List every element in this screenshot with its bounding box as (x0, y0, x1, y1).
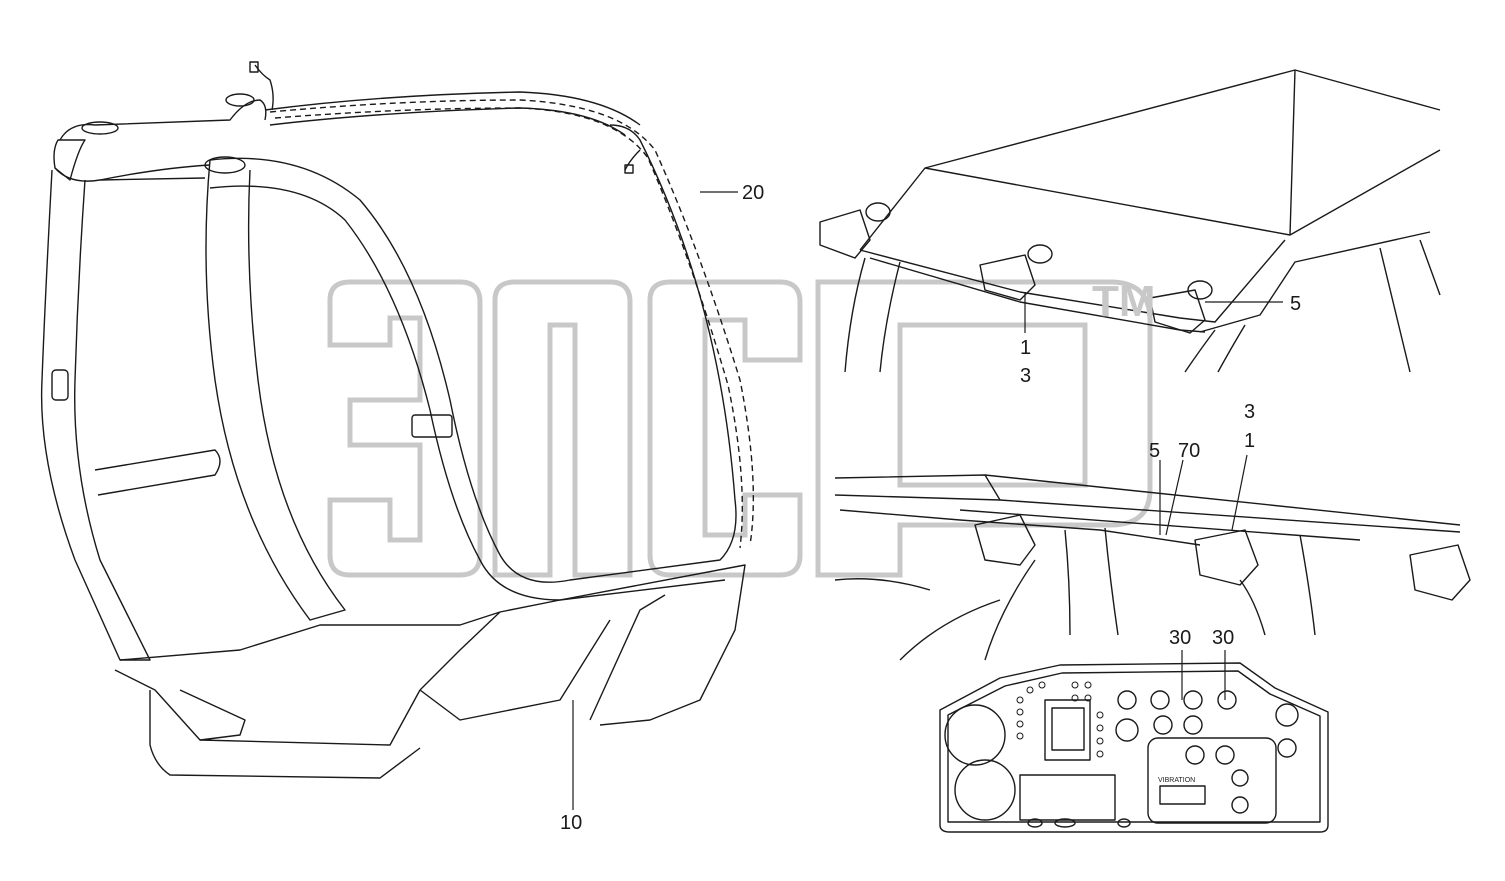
cab-frame-drawing (40, 61, 755, 779)
callout-30-left: 30 (1169, 627, 1192, 649)
gauge-left-lower (954, 759, 1016, 821)
callout-20: 20 (742, 182, 765, 204)
callout-30-right: 30 (1212, 627, 1235, 649)
callout-5-front: 5 (1149, 440, 1161, 462)
watermark-trademark: TM (1092, 277, 1156, 326)
callout-3-roof: 3 (1020, 365, 1032, 387)
callout-10: 10 (560, 812, 583, 834)
watermark-logo (327, 279, 1153, 578)
roof-lights-drawing (819, 69, 1441, 373)
callout-1-front: 1 (1244, 430, 1256, 452)
gauge-left-upper (944, 704, 1006, 766)
leader-lines (572, 191, 1283, 810)
control-panel-drawing: VIBRATION (939, 662, 1329, 833)
panel-vibration-label: VIBRATION (1158, 777, 1195, 784)
callout-3-front: 3 (1244, 401, 1256, 423)
callout-1-roof: 1 (1020, 337, 1032, 359)
callout-5-roof: 5 (1290, 293, 1302, 315)
callout-70: 70 (1178, 440, 1201, 462)
front-lights-drawing (834, 474, 1471, 661)
